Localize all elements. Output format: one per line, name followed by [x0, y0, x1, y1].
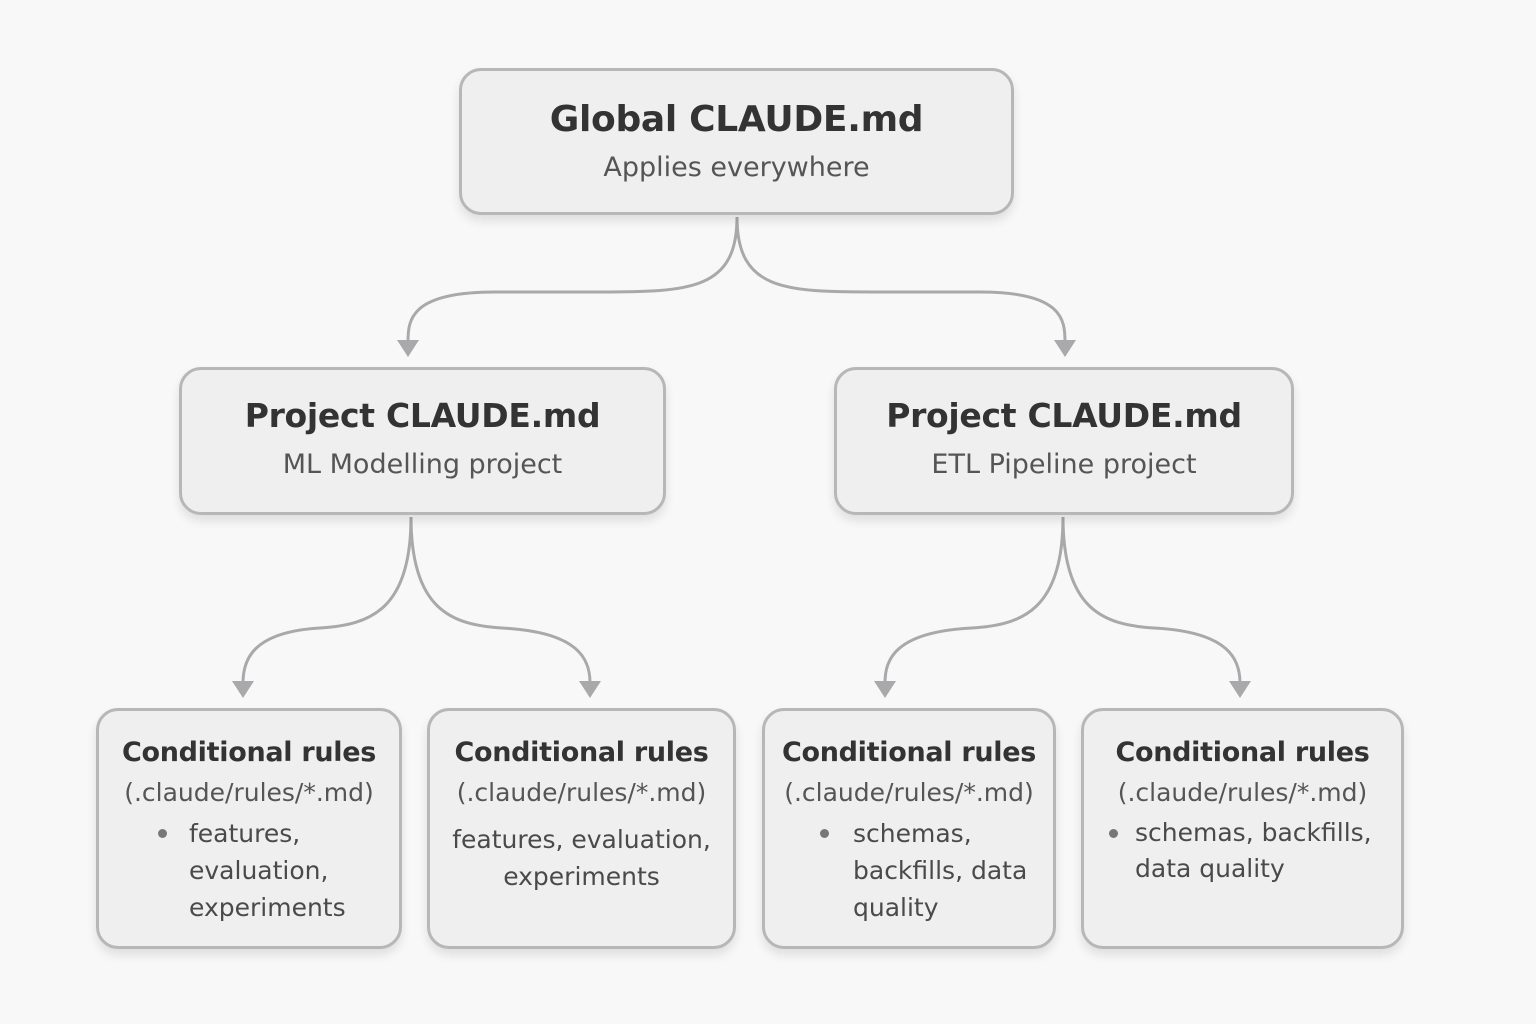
- global-claude-node: Global CLAUDE.md Applies everywhere: [459, 68, 1014, 215]
- rule-topic-text: schemas,: [853, 819, 972, 848]
- rule-topic-text: experiments: [189, 893, 346, 922]
- connector-ml-to-rule1: [241, 516, 413, 684]
- rule-topic-list: schemas, backfills, data quality: [1084, 815, 1385, 887]
- bullet-icon: [1109, 829, 1118, 838]
- rule-path: (.claude/rules/*.md): [124, 778, 374, 807]
- bullet-icon: [158, 829, 167, 838]
- rule-topic-item: experiments: [189, 889, 369, 926]
- rule-topic-item: features,: [158, 815, 369, 852]
- rule-topic-item: evaluation,: [189, 852, 369, 889]
- connector-ml-to-rule2: [409, 516, 592, 684]
- rule-topic-item: data quality: [1135, 851, 1385, 887]
- arrowhead-ml: [397, 340, 419, 357]
- rule-topic-text: features,: [189, 819, 301, 848]
- rule-topic-text: schemas, backfills,: [1135, 818, 1372, 847]
- rule-path: (.claude/rules/*.md): [456, 778, 707, 807]
- bullet-icon: [820, 829, 829, 838]
- arrowhead-rule2: [579, 681, 601, 698]
- rule-topic-text: backfills, data: [853, 856, 1028, 885]
- rule-node-ml-1: Conditional rules (.claude/rules/*.md) f…: [96, 708, 402, 949]
- rule-topic-item: schemas, backfills,: [1109, 815, 1385, 851]
- global-subtitle: Applies everywhere: [603, 152, 870, 183]
- rule-topic-list: schemas, backfills, data quality: [765, 815, 1043, 926]
- arrowhead-rule1: [232, 681, 254, 698]
- rule-title: Conditional rules: [121, 737, 377, 768]
- arrowhead-rule3: [874, 681, 896, 698]
- project-etl-node: Project CLAUDE.md ETL Pipeline project: [834, 367, 1294, 515]
- project-ml-node: Project CLAUDE.md ML Modelling project: [179, 367, 666, 515]
- project-etl-title: Project CLAUDE.md: [886, 396, 1242, 435]
- project-ml-subtitle: ML Modelling project: [282, 449, 563, 480]
- rule-topic-text: features, evaluation,: [452, 825, 711, 854]
- rule-topic-list: features, evaluation, experiments: [99, 815, 369, 926]
- connector-global-to-etl: [735, 216, 1067, 343]
- project-etl-subtitle: ETL Pipeline project: [931, 449, 1197, 480]
- rule-topic-text: quality: [853, 893, 939, 922]
- rule-topic-item: backfills, data: [853, 852, 1043, 889]
- rule-title: Conditional rules: [781, 737, 1037, 768]
- rule-topic-item: schemas,: [820, 815, 1043, 852]
- rule-topic-item: quality: [853, 889, 1043, 926]
- rule-path: (.claude/rules/*.md): [784, 778, 1034, 807]
- connector-etl-to-rule3: [883, 516, 1065, 684]
- arrowhead-etl: [1054, 340, 1076, 357]
- rule-topic-text: data quality: [1135, 854, 1285, 883]
- project-ml-title: Project CLAUDE.md: [244, 396, 601, 435]
- rule-node-etl-1: Conditional rules (.claude/rules/*.md) s…: [762, 708, 1056, 949]
- global-title: Global CLAUDE.md: [549, 99, 924, 140]
- arrowhead-rule4: [1229, 681, 1251, 698]
- rule-path: (.claude/rules/*.md): [1117, 778, 1368, 807]
- rule-node-etl-2: Conditional rules (.claude/rules/*.md) s…: [1081, 708, 1404, 949]
- rule-node-ml-2: Conditional rules (.claude/rules/*.md) f…: [427, 708, 736, 949]
- rule-title: Conditional rules: [1115, 737, 1370, 768]
- rule-topic-text: evaluation,: [189, 856, 329, 885]
- connector-global-to-ml: [406, 216, 739, 343]
- connector-etl-to-rule4: [1061, 516, 1242, 684]
- rule-title: Conditional rules: [454, 737, 709, 768]
- rule-topic-text-block: features, evaluation, experiments: [430, 821, 733, 895]
- rule-topic-text: experiments: [503, 862, 660, 891]
